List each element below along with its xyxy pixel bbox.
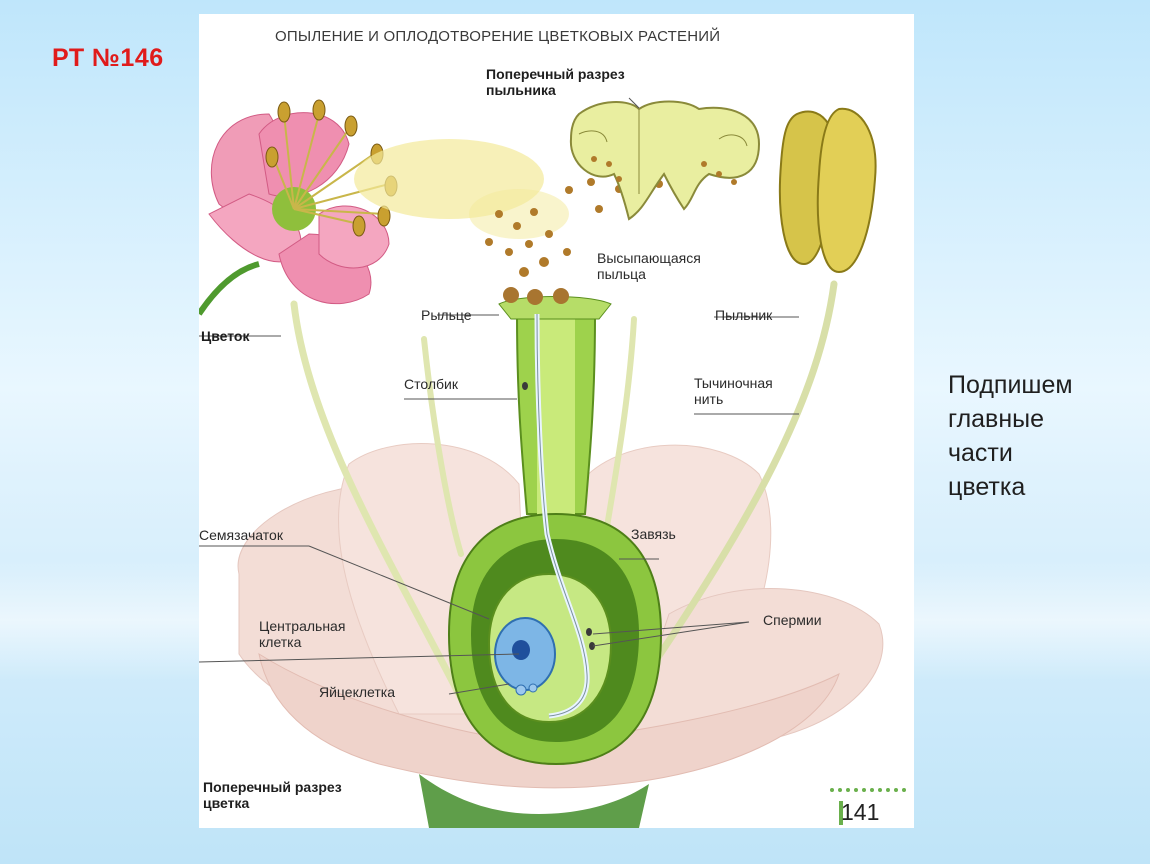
caption-line: цветка (948, 473, 1026, 501)
label-line: нить (694, 391, 724, 407)
label-anther: Пыльник (715, 307, 773, 323)
label-line: Тычиночная (694, 375, 773, 391)
caption-line: Подпишем (948, 371, 1073, 399)
label-line: пыльника (486, 82, 556, 98)
label-line: Поперечный разрез (486, 66, 625, 82)
label-style: Столбик (404, 376, 458, 392)
page-dots (830, 788, 906, 792)
label-flower: Цветок (201, 328, 250, 344)
label-egg-cell: Яйцеклетка (319, 684, 395, 700)
flower-section-petals (237, 443, 884, 828)
label-line: цветка (203, 795, 250, 811)
label-line: пыльца (597, 266, 646, 282)
label-line: Центральная (259, 618, 346, 634)
slide-number: РТ №146 (52, 44, 164, 72)
leader-lines (199, 97, 799, 695)
pistil (447, 287, 663, 766)
caption: Подпишем главные части цветка (948, 368, 1138, 504)
pollen-cloud (469, 189, 569, 239)
label-filament: Тычиночная нить (694, 375, 773, 407)
caption-line: главные (948, 405, 1045, 433)
textbook-figure: ОПЫЛЕНИЕ И ОПЛОДОТВОРЕНИЕ ЦВЕТКОВЫХ РАСТ… (199, 14, 914, 828)
label-line: Поперечный разрез (203, 779, 342, 795)
flower-diagram (199, 97, 906, 828)
label-stigma: Рыльце (421, 307, 472, 323)
label-anther-section: Поперечный разрез пыльника (486, 66, 625, 98)
label-ovule: Семязачаток (199, 527, 283, 543)
anther-cross-section (569, 100, 761, 221)
page-number: 141 (841, 799, 880, 825)
label-central-cell: Центральная клетка (259, 618, 345, 650)
label-line: Высыпающаяся (597, 250, 701, 266)
page-bar (839, 801, 843, 825)
label-flower-section: Поперечный разрез цветка (203, 779, 342, 811)
label-ovary: Завязь (631, 526, 676, 542)
anther-illustration (778, 107, 877, 274)
label-falling-pollen: Высыпающаяся пыльца (597, 250, 701, 282)
pink-flower-illustration (199, 99, 398, 316)
label-line: клетка (259, 634, 302, 650)
caption-line: части (948, 439, 1013, 467)
label-sperm: Спермии (763, 612, 822, 628)
figure-title: ОПЫЛЕНИЕ И ОПЛОДОТВОРЕНИЕ ЦВЕТКОВЫХ РАСТ… (275, 28, 721, 45)
